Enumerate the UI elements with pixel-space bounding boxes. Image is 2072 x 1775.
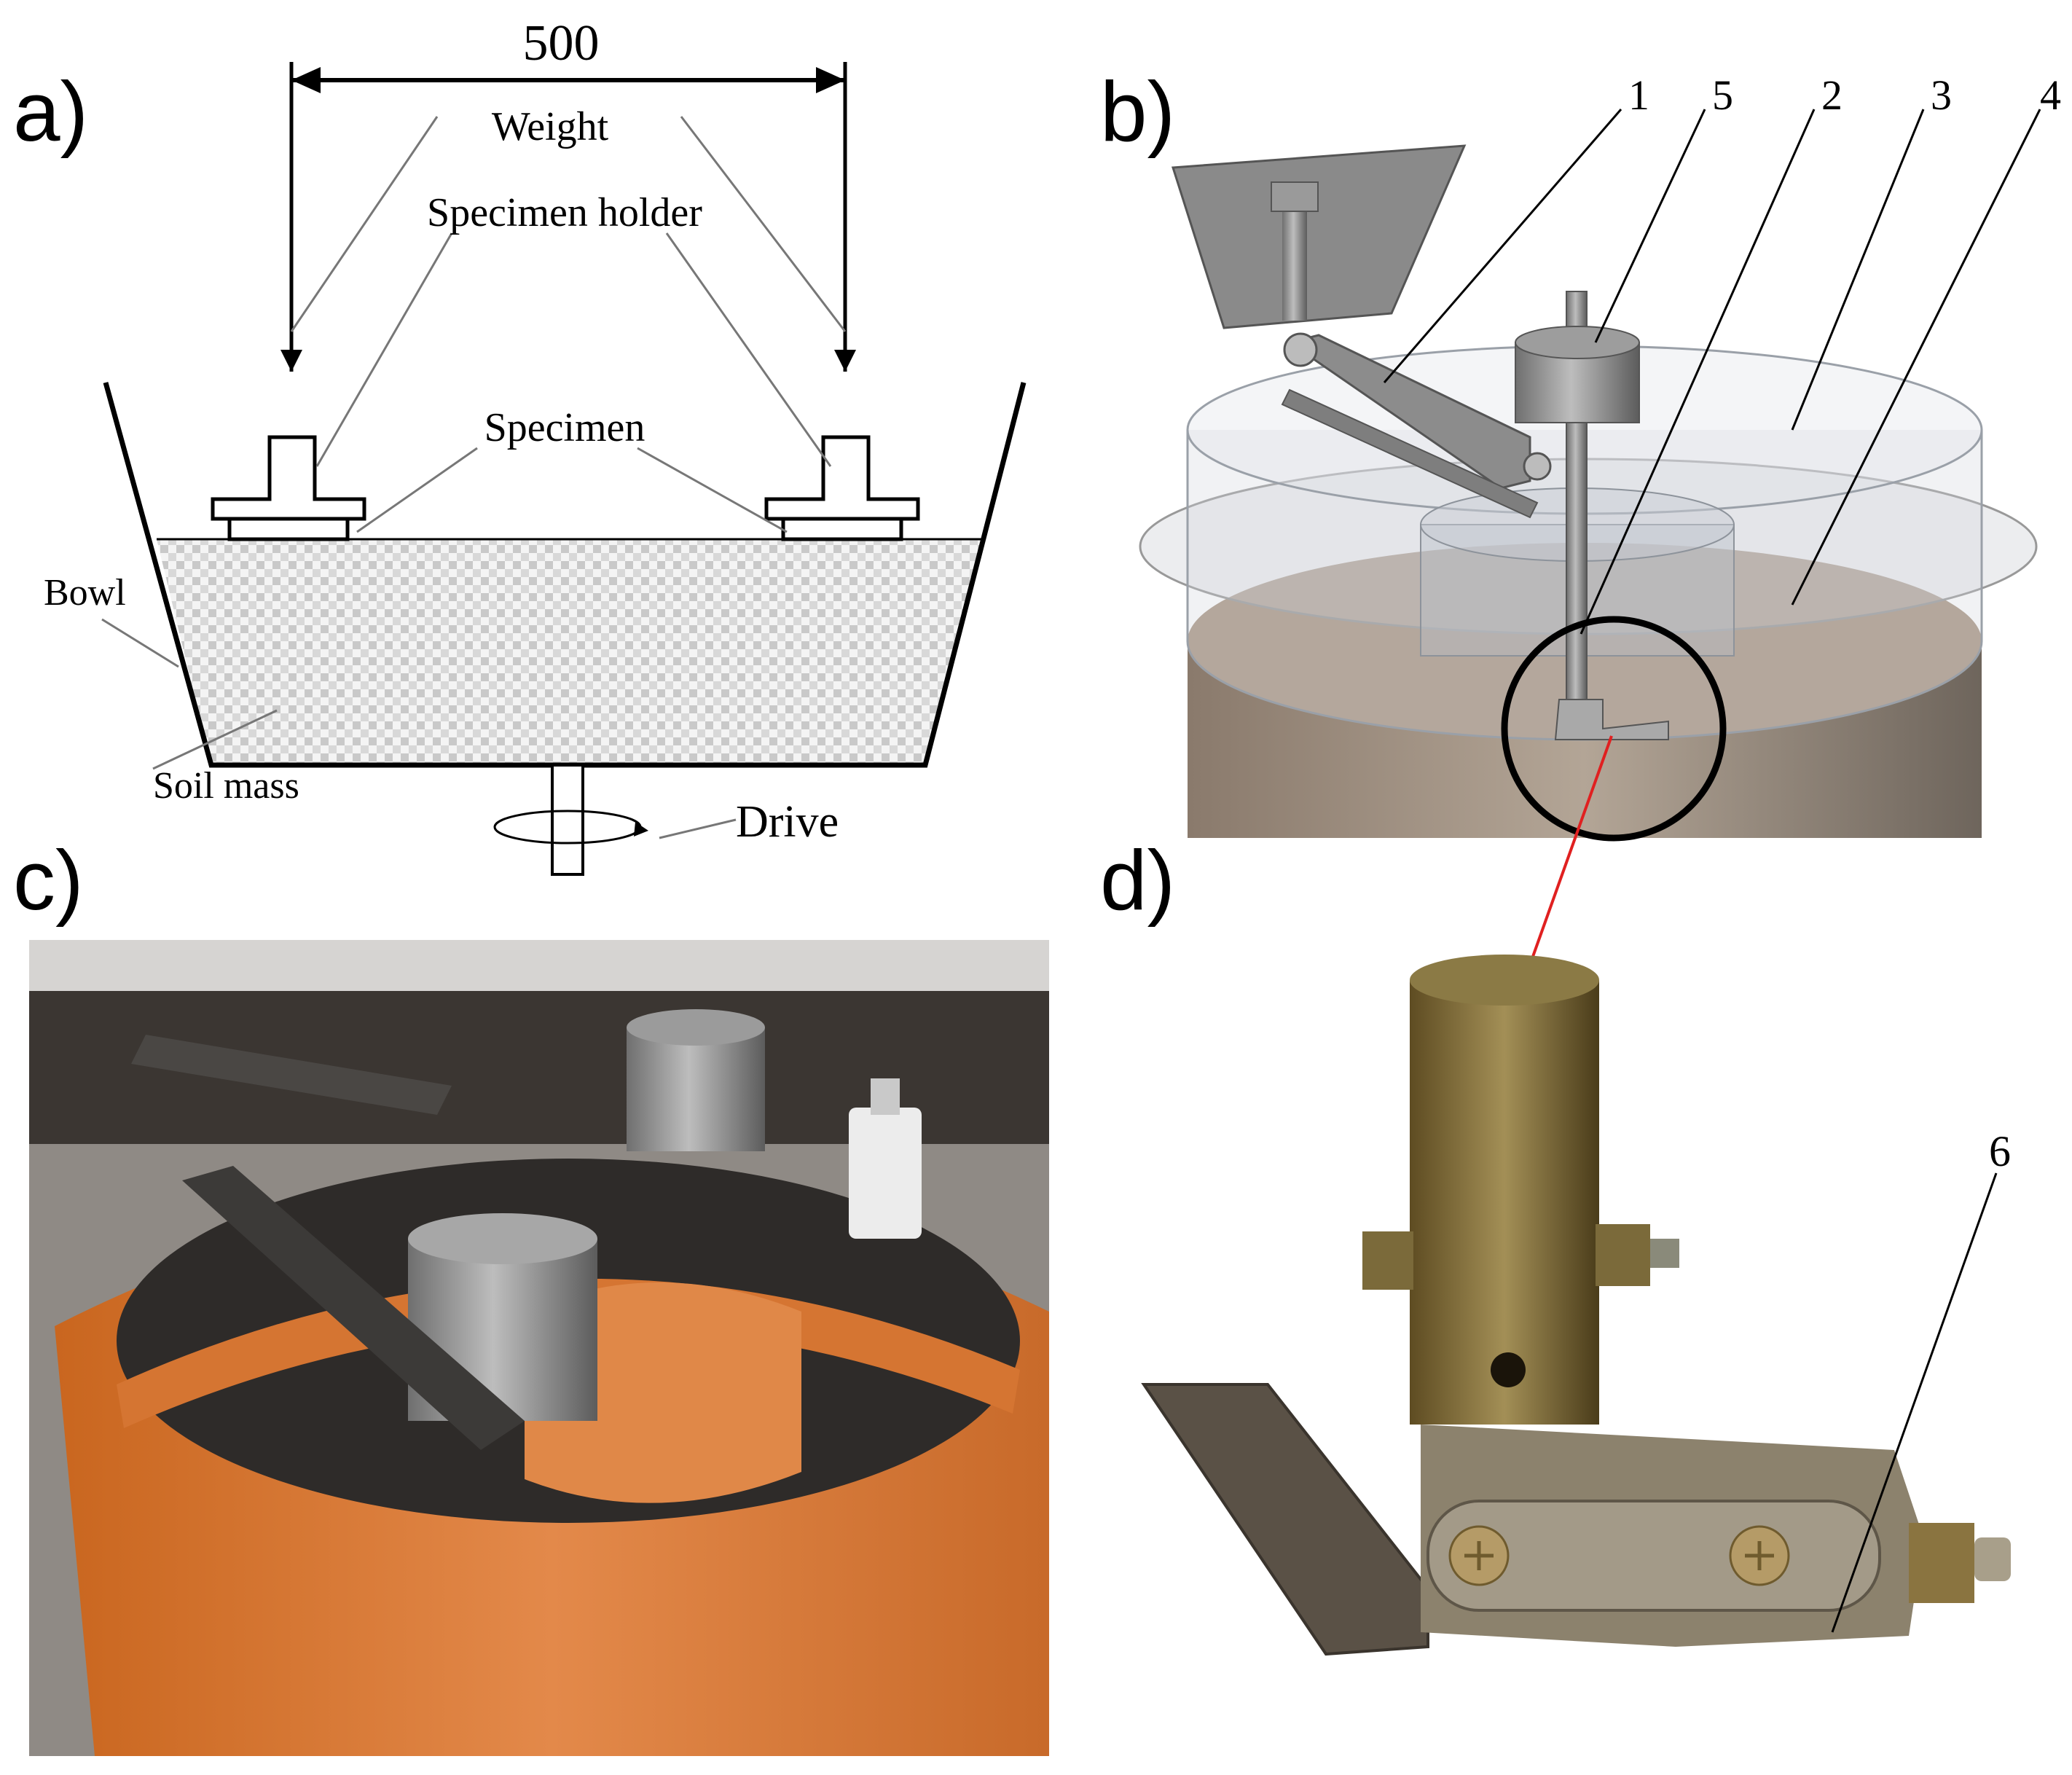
soil-mass-label: Soil mass <box>153 765 299 807</box>
panel-a-diagram: 500 Weight Specimen holder Specimen Bowl… <box>44 15 1027 876</box>
panel-label-c: c) <box>13 833 84 928</box>
panel-c-photo <box>29 940 1049 1756</box>
callout-lines-b <box>1383 109 2041 635</box>
specimen-holder-label: Specimen holder <box>427 190 702 235</box>
photo-sensor <box>849 1108 922 1239</box>
specimen-holder-right <box>764 435 920 541</box>
drive-shaft <box>551 764 584 876</box>
specimen-holder-left <box>211 435 366 541</box>
panel-d-photo: 6 <box>1141 955 2011 1656</box>
callout-1: 1 <box>1628 71 1649 119</box>
bowl-label: Bowl <box>44 572 126 614</box>
callout-2: 2 <box>1821 71 1843 119</box>
weight-label: Weight <box>492 104 609 149</box>
dimension-label: 500 <box>523 15 600 71</box>
callout-line-6 <box>1831 1172 1998 1633</box>
brass-cylinder <box>1410 980 1599 1425</box>
specimen-label: Specimen <box>484 405 645 450</box>
panel-label-a: a) <box>13 64 89 159</box>
photo-weight-back <box>627 1027 765 1151</box>
callout-3: 3 <box>1931 71 1952 119</box>
leader-lines-a <box>101 116 847 839</box>
specimen-left <box>227 517 350 541</box>
dimension-arrow-left <box>291 67 321 93</box>
callout-5: 5 <box>1712 71 1733 119</box>
photo-linkage-arm <box>182 1166 525 1450</box>
panel-label-d: d) <box>1100 833 1176 928</box>
mount-plate <box>1171 144 1467 329</box>
specimen-holder-3d <box>1554 699 1669 740</box>
panel-b-render: 1 5 2 3 4 <box>1139 71 2061 842</box>
side-bolt-right <box>1596 1224 1650 1286</box>
drive-label: Drive <box>736 797 839 847</box>
bolt-hole <box>1491 1352 1526 1387</box>
dimension-arrow-right <box>816 67 845 93</box>
soil-mass <box>157 539 984 765</box>
blade <box>1141 1383 1429 1656</box>
detail-circle <box>1501 616 1727 842</box>
callout-6: 6 <box>1989 1127 2011 1175</box>
panel-label-b: b) <box>1100 64 1176 159</box>
side-bolt-left <box>1362 1231 1413 1290</box>
end-nut <box>1909 1523 1974 1603</box>
specimen-right <box>781 517 903 541</box>
callout-4: 4 <box>2040 71 2061 119</box>
